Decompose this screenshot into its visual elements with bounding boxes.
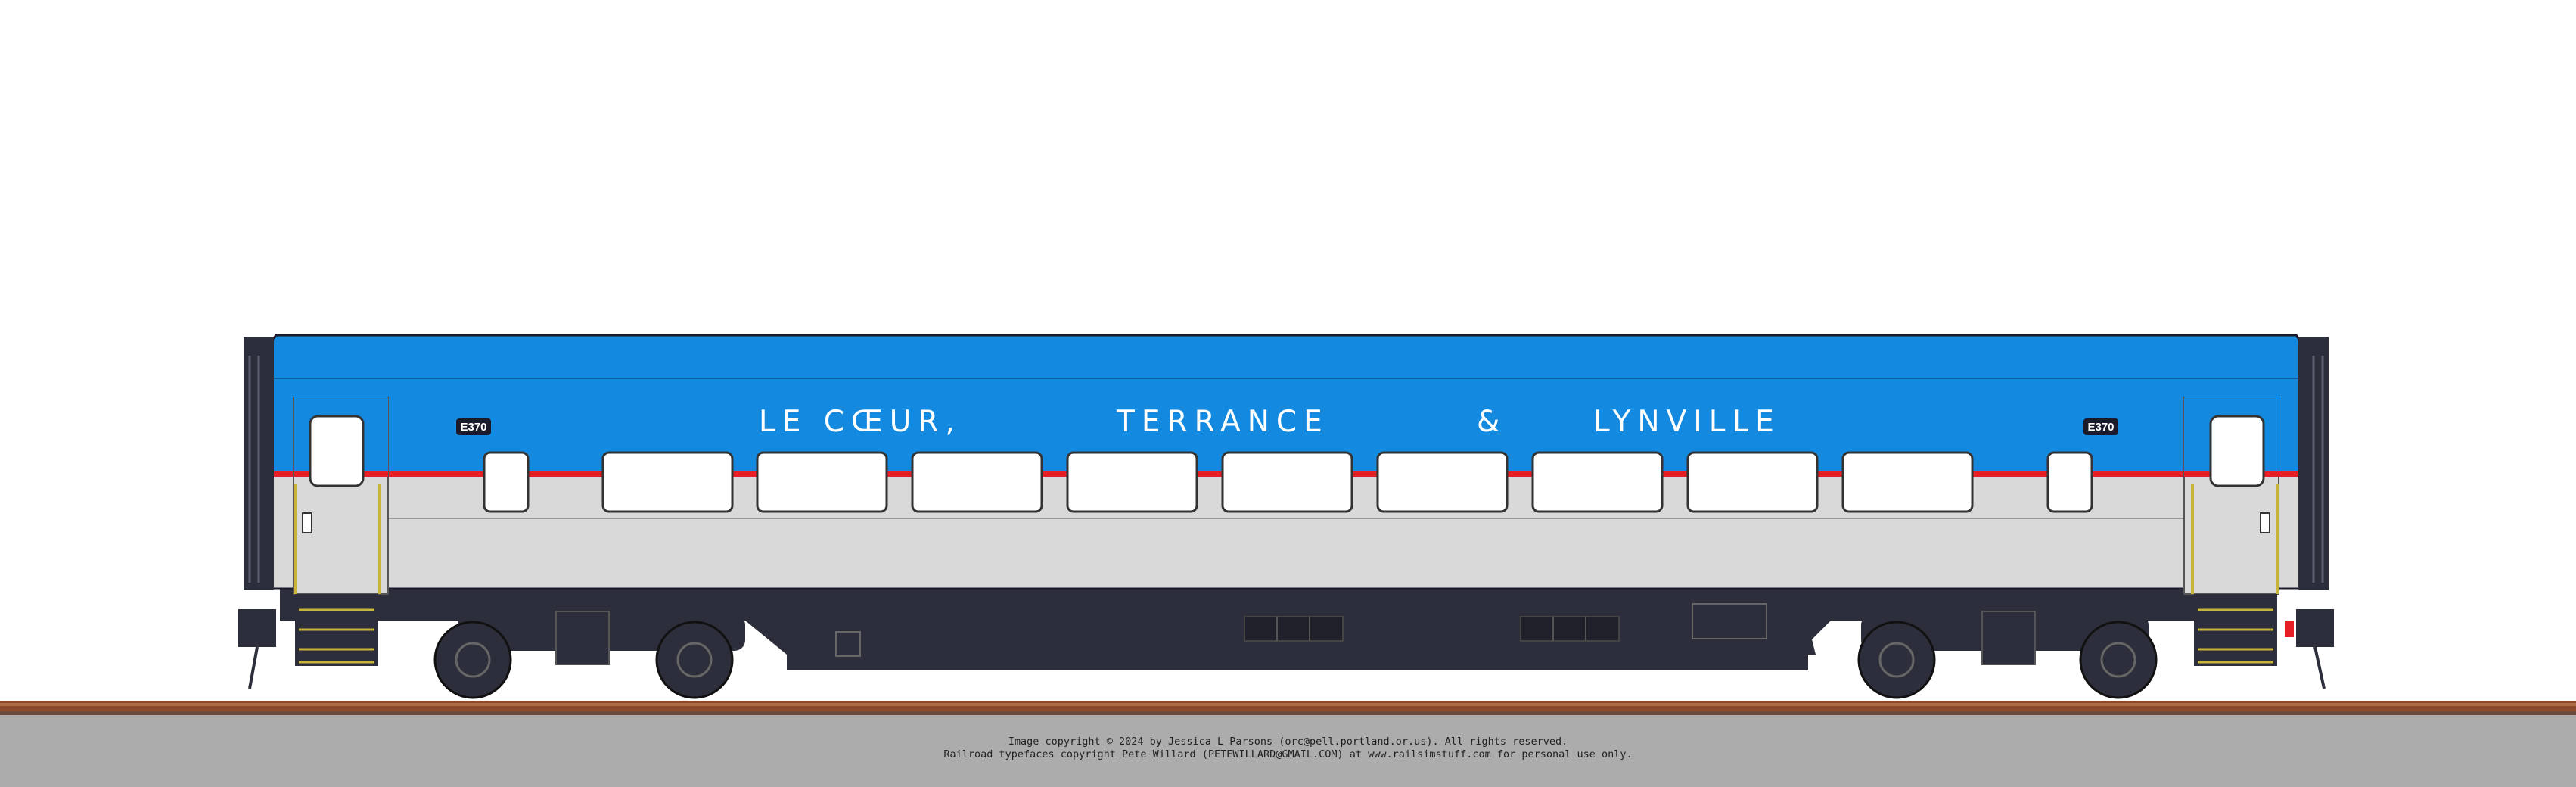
window — [1841, 451, 1974, 513]
window — [1221, 451, 1353, 513]
road-name-word: & — [1477, 405, 1506, 439]
ground-strip — [0, 715, 2576, 787]
window — [1376, 451, 1509, 513]
wheel — [2079, 621, 2158, 699]
underframe — [280, 586, 2262, 670]
road-name-word: TERRANCE — [1116, 405, 1329, 439]
vestibule-right — [2183, 337, 2334, 689]
window — [756, 451, 888, 513]
copyright-credits: Image copyright © 2024 by Jessica L Pars… — [0, 736, 2576, 761]
wheel — [433, 621, 512, 699]
track — [0, 701, 2576, 715]
wheel — [1857, 621, 1936, 699]
window — [1686, 451, 1819, 513]
car-number-plates: E370 E370 — [456, 418, 2118, 435]
window — [911, 451, 1043, 513]
road-name-word: LE CŒUR, — [759, 405, 962, 439]
car-number-left: E370 — [460, 421, 486, 434]
wheel — [655, 621, 734, 699]
road-name-lettering: LE CŒUR, TERRANCE & LYNVILLE — [759, 405, 1781, 439]
truck-right — [1857, 611, 2158, 699]
window-small — [2046, 451, 2093, 513]
car-number-right: E370 — [2087, 421, 2114, 434]
window — [1066, 451, 1198, 513]
window-small — [483, 451, 530, 513]
copyright-line: Image copyright © 2024 by Jessica L Pars… — [1008, 736, 1568, 748]
vestibule-left — [238, 337, 389, 689]
typeface-credit-line: Railroad typefaces copyright Pete Willar… — [943, 748, 1633, 761]
road-name-word: LYNVILLE — [1593, 405, 1781, 439]
window-row — [483, 451, 2093, 513]
truck-left — [433, 611, 745, 699]
window — [1531, 451, 1664, 513]
window — [601, 451, 734, 513]
